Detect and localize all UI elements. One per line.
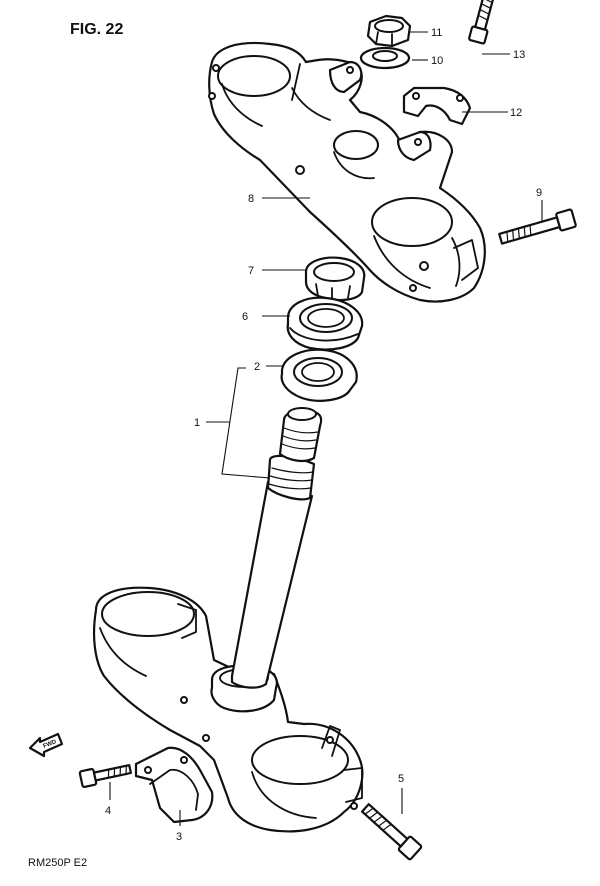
callout-10: 10 — [431, 55, 443, 67]
upper-bracket-stem-hole — [333, 130, 379, 160]
handlebar-clamp — [402, 86, 472, 126]
callout-5: 5 — [398, 773, 404, 785]
lower-bearing — [280, 348, 358, 402]
callout-2: 2 — [254, 361, 260, 373]
upper-bearing — [286, 296, 364, 351]
bolt-13 — [468, 0, 498, 45]
washer — [359, 46, 411, 70]
bolt-4 — [78, 764, 132, 789]
callout-8: 8 — [248, 193, 254, 205]
fwd-label: FWD — [43, 739, 59, 750]
handlebar-holder — [134, 746, 214, 824]
forward-direction-marker: FWD — [28, 732, 64, 758]
lower-bracket-fork-bore-left — [101, 591, 195, 637]
leader-lines — [109, 31, 543, 826]
bolt-9 — [498, 208, 577, 245]
figure-title: FIG. 22 — [70, 21, 123, 38]
upper-bracket-fork-bore-left — [217, 55, 291, 97]
callout-4: 4 — [105, 805, 111, 817]
callout-6: 6 — [242, 311, 248, 323]
callout-11: 11 — [431, 27, 442, 39]
callout-12: 12 — [510, 107, 522, 119]
lower-bracket-fork-bore-right — [251, 735, 349, 785]
upper-bracket — [208, 41, 486, 303]
model-code: RM250P E2 — [28, 857, 87, 869]
stem-nut — [304, 256, 366, 302]
steering-stem — [92, 407, 364, 833]
callout-3: 3 — [176, 831, 182, 843]
callout-1: 1 — [194, 417, 200, 429]
callout-7: 7 — [248, 265, 254, 277]
bolt-5 — [360, 803, 423, 861]
upper-bracket-fork-bore-right — [371, 197, 453, 247]
stem-head-nut — [366, 14, 412, 48]
callout-9: 9 — [536, 187, 542, 199]
callout-numbers: 11 10 13 12 9 8 7 6 2 1 4 3 5 — [105, 27, 542, 843]
callout-13: 13 — [513, 49, 525, 61]
